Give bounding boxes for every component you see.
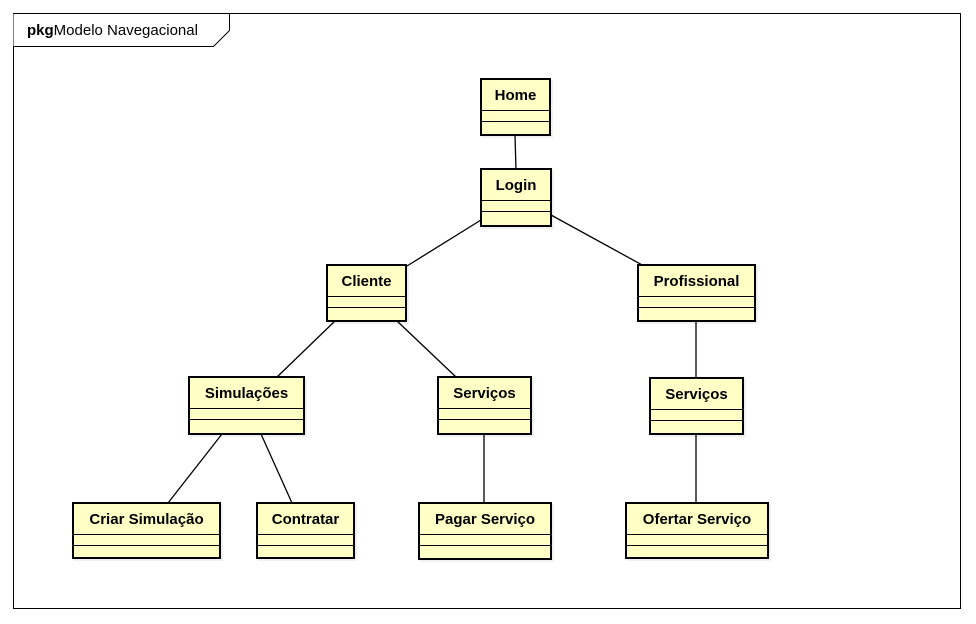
class-name: Simulações [190, 378, 303, 409]
operations-compartment [258, 546, 353, 557]
attributes-compartment [420, 535, 550, 546]
attributes-compartment [328, 297, 405, 308]
link-cliente-servicos [396, 320, 457, 378]
class-cliente[interactable]: Cliente [326, 264, 407, 322]
class-name: Home [482, 80, 549, 111]
attributes-compartment [258, 535, 353, 546]
class-contratar[interactable]: Contratar [256, 502, 355, 559]
class-ofertar-servico[interactable]: Ofertar Serviço [625, 502, 769, 559]
link-cliente-simulacoes [276, 320, 336, 378]
class-criar-simulacao[interactable]: Criar Simulação [72, 502, 221, 559]
class-name: Serviços [651, 379, 742, 410]
operations-compartment [627, 546, 767, 557]
attributes-compartment [190, 409, 303, 420]
class-pagar-servico[interactable]: Pagar Serviço [418, 502, 552, 560]
class-name: Profissional [639, 266, 754, 297]
class-home[interactable]: Home [480, 78, 551, 136]
attributes-compartment [651, 410, 742, 421]
operations-compartment [420, 546, 550, 557]
class-profissional[interactable]: Profissional [637, 264, 756, 322]
package-keyword: pkg [27, 22, 54, 39]
operations-compartment [651, 421, 742, 432]
operations-compartment [190, 420, 303, 431]
operations-compartment [639, 308, 754, 319]
package-name: Modelo Navegacional [53, 22, 198, 39]
class-name: Contratar [258, 504, 353, 535]
link-home-login [514, 134, 517, 171]
operations-compartment [74, 546, 219, 557]
attributes-compartment [482, 201, 550, 212]
link-simulacoes-criar [167, 433, 223, 504]
class-name: Pagar Serviço [420, 504, 550, 535]
operations-compartment [328, 308, 405, 319]
attributes-compartment [639, 297, 754, 308]
package-frame-label: pkgModelo Navegacional [27, 22, 198, 40]
link-login-profissional [550, 214, 645, 267]
class-simulacoes[interactable]: Simulações [188, 376, 305, 435]
class-login[interactable]: Login [480, 168, 552, 227]
link-simulacoes-contratar [260, 433, 293, 504]
attributes-compartment [482, 111, 549, 122]
class-name: Ofertar Serviço [627, 504, 767, 535]
class-servicos-cliente[interactable]: Serviços [437, 376, 532, 435]
operations-compartment [482, 212, 550, 223]
attributes-compartment [627, 535, 767, 546]
package-frame-tab [13, 13, 230, 47]
operations-compartment [439, 420, 530, 431]
class-name: Cliente [328, 266, 405, 297]
class-name: Criar Simulação [74, 504, 219, 535]
class-name: Serviços [439, 378, 530, 409]
attributes-compartment [74, 535, 219, 546]
class-name: Login [482, 170, 550, 201]
operations-compartment [482, 122, 549, 133]
attributes-compartment [439, 409, 530, 420]
link-login-cliente [406, 219, 482, 267]
class-servicos-profissional[interactable]: Serviços [649, 377, 744, 435]
